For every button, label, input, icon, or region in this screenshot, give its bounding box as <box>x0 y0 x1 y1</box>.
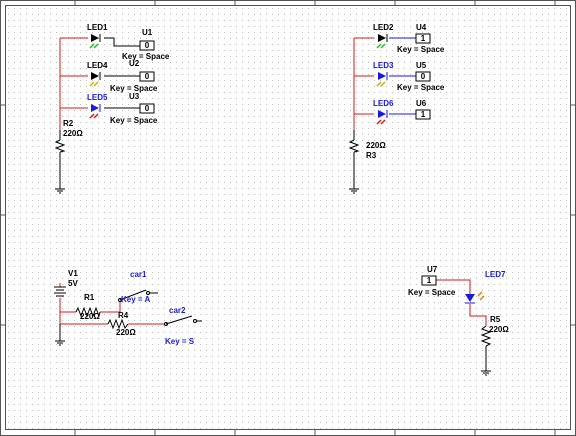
switch-u4-value: 1 <box>421 34 426 43</box>
label-r2-value: 220Ω <box>63 129 83 138</box>
resistor-r5[interactable] <box>480 325 492 347</box>
label-led6: LED6 <box>373 99 394 108</box>
resistor-r4[interactable] <box>107 318 129 330</box>
resistor-r1[interactable] <box>75 306 101 318</box>
label-car1: car1 <box>130 270 147 279</box>
label-v1: V1 <box>68 269 78 278</box>
label-u5: U5 <box>416 61 427 70</box>
switch-u6-value: 1 <box>421 110 426 119</box>
label-car2-key: Key = S <box>165 337 195 346</box>
label-u7-key: Key = Space <box>408 288 456 297</box>
label-car1-key: Key = A <box>121 295 150 304</box>
led6-symbol[interactable] <box>376 110 388 125</box>
label-r2: R2 <box>63 119 74 128</box>
label-u5-key: Key = Space <box>397 83 445 92</box>
label-led5: LED5 <box>87 93 108 102</box>
battery-v1[interactable] <box>54 286 66 297</box>
switch-u3-value: 0 <box>145 104 150 113</box>
label-car2: car2 <box>169 306 186 315</box>
resistor-r2[interactable] <box>54 139 66 153</box>
label-r5-value: 220Ω <box>489 325 509 334</box>
label-r5: R5 <box>490 315 501 324</box>
led1-symbol[interactable] <box>89 34 101 49</box>
switch-u2[interactable] <box>139 71 155 82</box>
label-r3: R3 <box>366 151 377 160</box>
switch-u7-value: 1 <box>427 276 432 285</box>
switch-u1-value: 0 <box>145 41 150 50</box>
label-u3-key: Key = Space <box>110 116 158 125</box>
label-u2-key: Key = Space <box>110 84 158 93</box>
label-u3: U3 <box>129 92 140 101</box>
circuit-top-right: 1 0 1 LED2 LED3 LED6 U4 U5 U6 Key = Spac… <box>348 23 445 194</box>
switch-car2[interactable] <box>164 315 197 326</box>
label-u4: U4 <box>416 23 427 32</box>
label-v1-value: 5V <box>68 279 78 288</box>
resistor-r3[interactable] <box>348 139 360 153</box>
led2-symbol[interactable] <box>376 34 388 49</box>
label-led3: LED3 <box>373 61 394 70</box>
label-r1: R1 <box>84 293 95 302</box>
label-u2: U2 <box>129 59 140 68</box>
switch-u4[interactable] <box>415 33 431 44</box>
led4-symbol[interactable] <box>89 72 101 87</box>
label-r4: R4 <box>118 311 129 320</box>
switch-u2-value: 0 <box>145 72 150 81</box>
switch-u6[interactable] <box>415 109 431 120</box>
label-r3-value: 220Ω <box>366 141 386 150</box>
led7-symbol[interactable] <box>465 291 485 304</box>
led3-symbol[interactable] <box>376 72 388 87</box>
label-r1-value: 220Ω <box>80 312 100 321</box>
label-led1: LED1 <box>87 23 108 32</box>
label-led4: LED4 <box>87 61 108 70</box>
label-led2: LED2 <box>373 23 394 32</box>
switch-u5[interactable] <box>415 71 431 82</box>
switch-car1[interactable] <box>118 289 150 302</box>
label-u6: U6 <box>416 99 427 108</box>
switch-u5-value: 0 <box>421 72 426 81</box>
label-u1-key: Key = Space <box>122 52 170 61</box>
label-u1: U1 <box>142 28 153 37</box>
led5-symbol[interactable] <box>89 104 101 119</box>
circuit-top-left: 0 0 0 LED1 LED4 LED5 U1 U2 U3 Key = Spac… <box>54 23 170 194</box>
switch-u1[interactable] <box>139 40 155 51</box>
switch-u3[interactable] <box>139 103 155 114</box>
circuit-bottom-left: V1 5V R1 220Ω R4 220Ω car1 Key = A car2 … <box>54 269 202 346</box>
label-led7: LED7 <box>485 270 506 279</box>
circuit-bottom-right: 1 U7 Key = Space LED7 R5 220Ω <box>408 265 509 376</box>
label-u4-key: Key = Space <box>397 45 445 54</box>
label-r4-value: 220Ω <box>116 328 136 337</box>
switch-u7[interactable] <box>421 275 437 286</box>
label-u7: U7 <box>427 265 438 274</box>
